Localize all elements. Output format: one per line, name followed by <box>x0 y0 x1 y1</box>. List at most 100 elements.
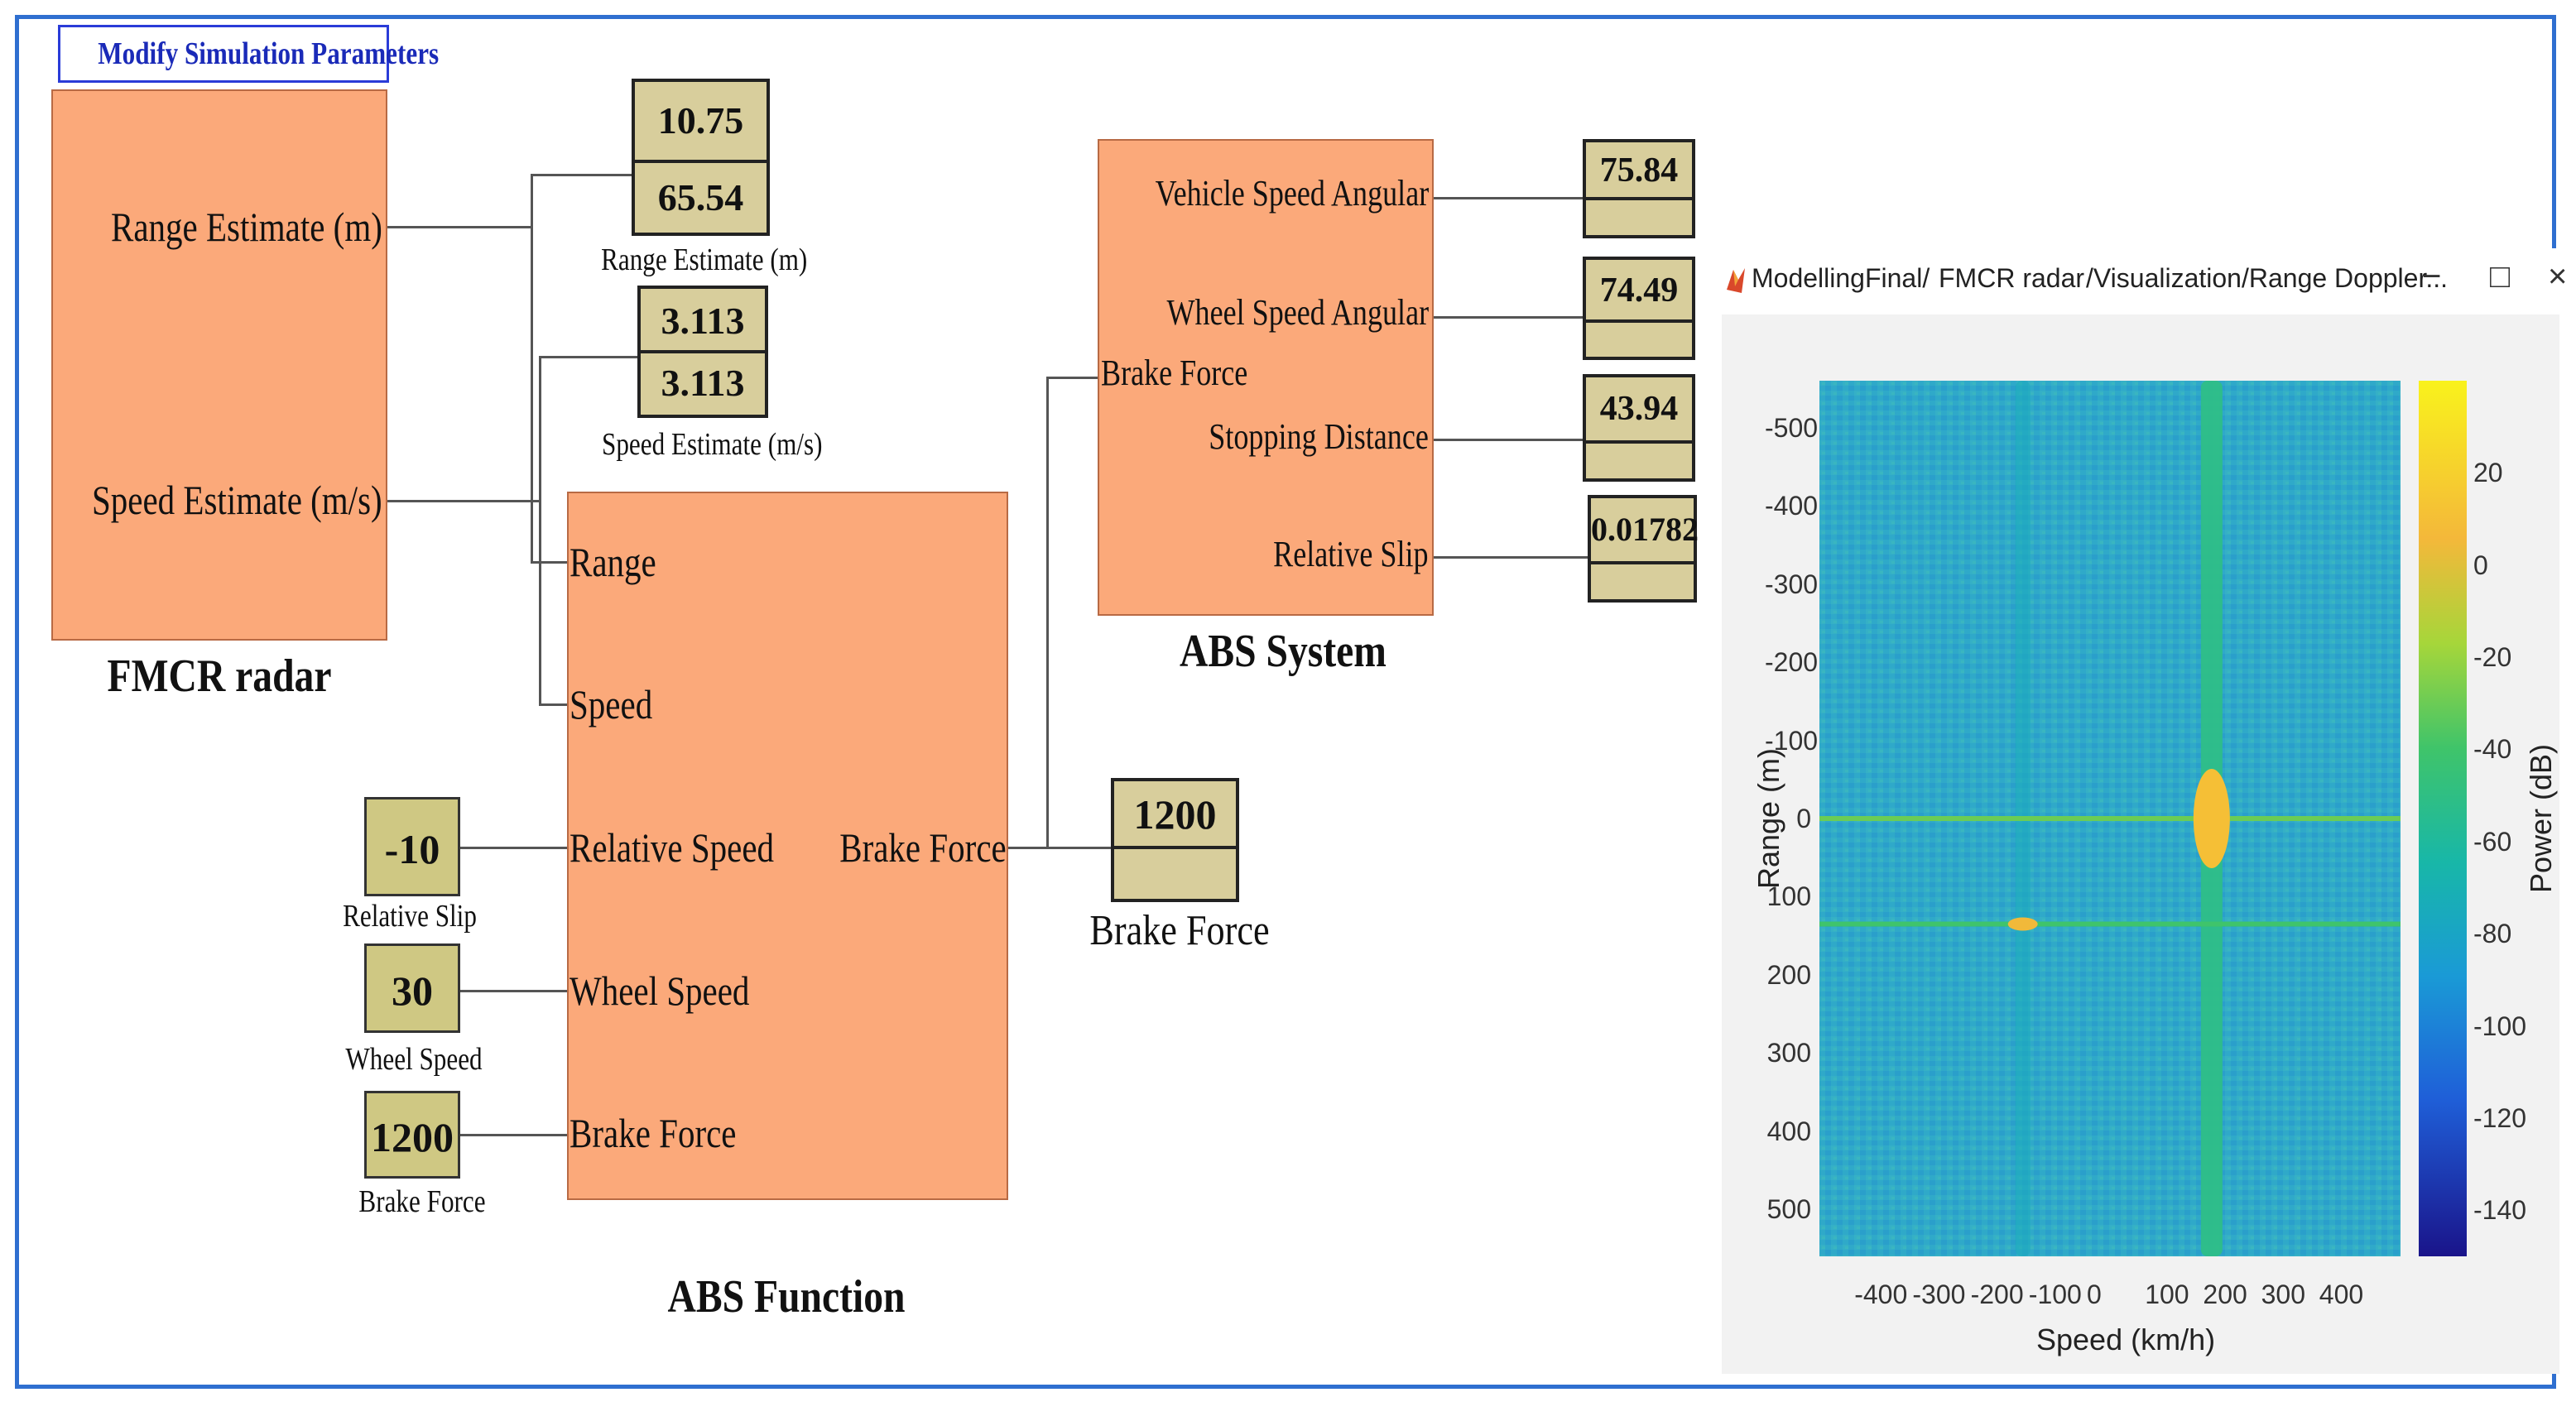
vehicle-speed-angular-display[interactable]: 75.84 <box>1583 139 1695 238</box>
relative-slip-display[interactable]: 0.01782 <box>1588 495 1699 603</box>
x-tick-label: -400 <box>1854 1280 1908 1309</box>
wire <box>1046 377 1049 848</box>
abs-system-block[interactable] <box>1098 139 1434 616</box>
speed-estimate-value-2: 3.113 <box>661 362 745 404</box>
abs-function-in-relative-speed: Relative Speed <box>570 824 775 871</box>
modify-parameters-button[interactable]: Modify Simulation Parameters <box>58 25 439 83</box>
heatmap-target <box>2193 769 2230 868</box>
brake-force-constant[interactable]: 1200 <box>364 1091 460 1179</box>
abs-function-block[interactable] <box>567 492 1008 1200</box>
abs-function-in-speed: Speed <box>570 681 653 727</box>
wire <box>1434 556 1593 559</box>
maximize-button[interactable]: □ <box>2490 258 2511 295</box>
x-tick-label: 200 <box>2203 1280 2247 1309</box>
wire <box>460 1134 567 1136</box>
abs-system-in-brake-force: Brake Force <box>1101 353 1248 393</box>
wire <box>539 356 541 705</box>
x-tick-label: 0 <box>2087 1280 2102 1309</box>
range-doppler-window[interactable]: ModellingFinal/ FMCR radar /Visualizatio… <box>1722 248 2567 1374</box>
y-axis-label: Range (m) <box>1752 747 1786 890</box>
wire <box>460 990 567 992</box>
colorbar-tick-label: -140 <box>2473 1195 2527 1226</box>
window-title-model: ModellingFinal/ <box>1752 263 1930 293</box>
x-tick-label: -100 <box>2028 1280 2082 1309</box>
y-tick-label: -200 <box>1765 647 1819 678</box>
wheel-speed-constant[interactable]: 30 <box>364 943 460 1033</box>
y-tick-label: 400 <box>1766 1116 1811 1146</box>
range-estimate-display[interactable]: 10.75 65.54 <box>632 79 770 236</box>
speed-estimate-display[interactable]: 3.113 3.113 <box>637 286 768 418</box>
wheel-speed-angular-display[interactable]: 74.49 <box>1583 257 1695 360</box>
range-doppler-heatmap[interactable] <box>1819 381 2401 1256</box>
wire <box>1434 197 1583 199</box>
y-tick-label: -500 <box>1765 412 1819 443</box>
speed-estimate-value-1: 3.113 <box>641 289 765 353</box>
power-colorbar <box>2419 381 2467 1256</box>
fmcr-port-speed-estimate: Speed Estimate (m/s) <box>92 477 382 523</box>
wire <box>460 847 567 849</box>
wheel-speed-angular-value: 74.49 <box>1586 260 1692 323</box>
abs-function-in-range: Range <box>570 539 656 585</box>
range-estimate-value-2: 65.54 <box>657 176 744 218</box>
fmcr-radar-block[interactable] <box>51 89 387 641</box>
brake-force-constant-label: Brake Force <box>358 1184 486 1219</box>
brake-force-value: 1200 <box>1114 781 1236 849</box>
x-tick-label: 100 <box>2145 1280 2189 1309</box>
abs-function-out-brake-force: Brake Force <box>839 824 1007 871</box>
brake-force-display-label: Brake Force <box>1089 907 1270 954</box>
wire <box>387 500 541 502</box>
window-title-path: /Visualization/Range Doppler... <box>2086 263 2449 293</box>
colorbar-tick-label: -20 <box>2473 642 2512 673</box>
colorbar-tick-label: -120 <box>2473 1102 2527 1133</box>
x-tick-label: -300 <box>1912 1280 1966 1309</box>
relative-slip-constant-label: Relative Slip <box>343 899 477 934</box>
minimize-button[interactable]: − <box>2422 258 2442 295</box>
window-title-block: FMCR radar <box>1939 263 2085 293</box>
colorbar-tick-label: -60 <box>2473 826 2512 857</box>
colorbar-tick-label: -80 <box>2473 919 2512 949</box>
y-tick-label: -100 <box>1765 725 1819 756</box>
x-tick-label: 400 <box>2319 1280 2364 1309</box>
x-tick-label: 300 <box>2261 1280 2305 1309</box>
brake-force-display[interactable]: 1200 <box>1111 778 1239 902</box>
colorbar-tick-label: 0 <box>2473 550 2488 580</box>
wire <box>531 174 533 563</box>
wire <box>531 561 567 564</box>
wire <box>539 356 640 358</box>
matlab-icon <box>1727 268 1745 293</box>
y-tick-label: -400 <box>1765 491 1819 521</box>
colorbar-tick-label: -40 <box>2473 734 2512 765</box>
speed-estimate-label: Speed Estimate (m/s) <box>602 427 823 462</box>
wire <box>1434 439 1583 441</box>
abs-system-out-stopping-distance: Stopping Distance <box>1209 416 1429 457</box>
abs-system-out-vehicle-speed: Vehicle Speed Angular <box>1155 173 1429 214</box>
wire <box>539 703 567 706</box>
range-estimate-label: Range Estimate (m) <box>601 242 808 277</box>
abs-system-out-wheel-speed: Wheel Speed Angular <box>1166 292 1429 333</box>
range-estimate-value-1: 10.75 <box>635 82 767 163</box>
heatmap-horizontal-line <box>1819 921 2401 927</box>
vehicle-speed-angular-value: 75.84 <box>1586 142 1692 200</box>
abs-system-title: ABS System <box>1180 626 1387 677</box>
abs-function-in-wheel-speed: Wheel Speed <box>570 967 750 1014</box>
wire <box>1008 847 1111 849</box>
x-axis-label: Speed (km/h) <box>2036 1323 2216 1356</box>
wire <box>1434 316 1583 319</box>
y-tick-label: 300 <box>1766 1038 1811 1068</box>
close-button[interactable]: × <box>2548 258 2568 295</box>
stopping-distance-display[interactable]: 43.94 <box>1583 374 1695 482</box>
abs-system-out-relative-slip: Relative Slip <box>1273 534 1429 574</box>
y-tick-label: 200 <box>1766 959 1811 990</box>
window-title-bar[interactable]: ModellingFinal/ FMCR radar /Visualizatio… <box>1722 248 2567 314</box>
y-tick-label: 0 <box>1796 804 1811 833</box>
stopping-distance-value: 43.94 <box>1586 377 1692 444</box>
abs-function-title: ABS Function <box>667 1271 906 1323</box>
relative-slip-constant[interactable]: -10 <box>364 797 460 896</box>
wire <box>531 174 634 176</box>
colorbar-tick-label: -100 <box>2473 1011 2527 1041</box>
wire <box>1046 377 1098 379</box>
y-tick-label: 500 <box>1766 1194 1811 1225</box>
fmcr-radar-title: FMCR radar <box>107 651 332 702</box>
heatmap-horizontal-line <box>1819 816 2401 821</box>
heatmap-target <box>2007 917 2038 931</box>
